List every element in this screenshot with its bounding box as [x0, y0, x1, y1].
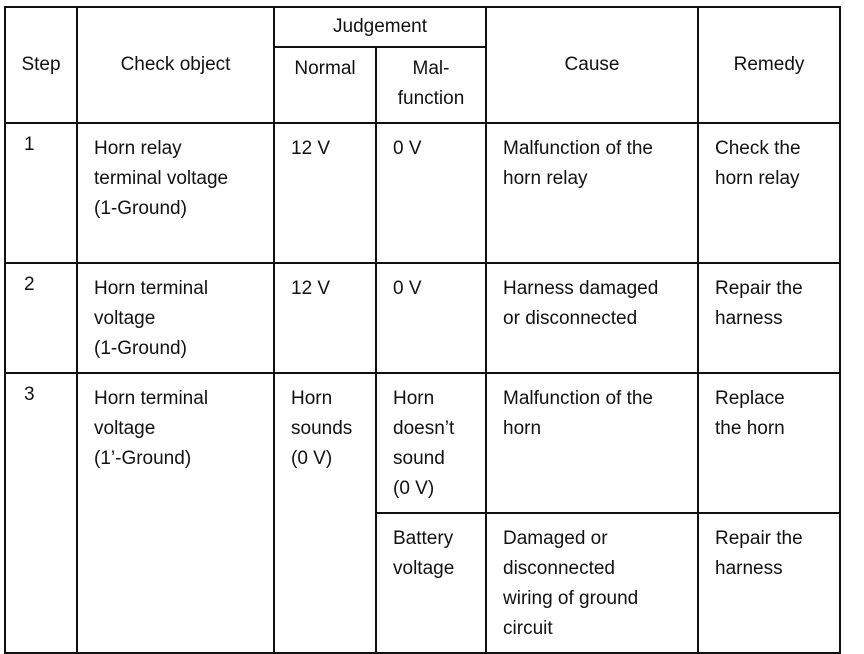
table-row: 1 Horn relay terminal voltage (1-Ground)…: [4, 122, 842, 264]
cause-cell: Malfunction of the horn relay: [485, 122, 700, 264]
cause-cell: Damaged or disconnected wiring of ground…: [485, 512, 700, 654]
normal-cell: Horn sounds (0 V): [273, 372, 377, 654]
text-line: Horn terminal: [94, 388, 209, 409]
text-line: Horn: [291, 388, 333, 409]
text-line: Malfunction of the: [503, 388, 653, 409]
step-number: 3: [4, 372, 78, 654]
text-line: Harness damaged: [503, 278, 659, 299]
text-line: wiring of ground: [503, 588, 639, 609]
text-line: disconnected: [503, 558, 615, 579]
remedy-cell: Repair the harness: [697, 512, 842, 654]
text-line: Damaged or: [503, 528, 608, 549]
text-line: voltage: [94, 418, 156, 439]
text-line: circuit: [503, 618, 553, 639]
text-line: Horn terminal: [94, 278, 209, 299]
text-line: Replace: [715, 388, 785, 409]
text-line: (1-Ground): [94, 338, 187, 359]
header-normal: Normal: [273, 46, 377, 124]
header-malfunction-line: Mal-: [412, 58, 450, 79]
header-step: Step: [4, 6, 78, 124]
step-number: 2: [4, 262, 78, 374]
text-line: Battery: [393, 528, 454, 549]
header-check-object: Check object: [76, 6, 275, 124]
header-row-top: Step Check object Judgement Cause Remedy: [4, 6, 842, 124]
check-object-cell: Horn terminal voltage (1-Ground): [76, 262, 275, 374]
malfunction-cell: Horn doesn’t sound (0 V): [374, 372, 488, 514]
text-line: sound: [393, 448, 445, 469]
header-row-bottom: Normal Mal- function: [5, 46, 840, 124]
remedy-cell: Check the horn relay: [697, 122, 842, 264]
malfunction-cell: 0 V: [374, 262, 488, 374]
header-remedy: Remedy: [697, 6, 842, 124]
header-malfunction: Mal- function: [374, 46, 488, 124]
header-judgement: Judgement: [272, 6, 488, 48]
check-object-cell: Horn relay terminal voltage (1-Ground): [76, 122, 275, 264]
text-line: horn relay: [503, 168, 588, 189]
malfunction-cell: 0 V: [374, 122, 488, 264]
text-line: sounds: [291, 418, 353, 439]
remedy-cell: Replace the horn: [697, 372, 842, 514]
text-line: voltage: [94, 308, 156, 329]
text-line: the horn: [715, 418, 785, 439]
normal-cell: 12 V: [273, 122, 377, 264]
text-line: 0 V: [393, 278, 422, 299]
text-line: horn: [503, 418, 542, 439]
text-line: 12 V: [291, 138, 331, 159]
step-number: 1: [4, 122, 78, 264]
text-line: Repair the: [715, 278, 803, 299]
text-line: Malfunction of the: [503, 138, 653, 159]
text-line: Check the: [715, 138, 801, 159]
text-line: terminal voltage: [94, 168, 229, 189]
text-line: (0 V): [291, 448, 333, 469]
header-malfunction-line: function: [397, 88, 465, 109]
cause-cell: Harness damaged or disconnected: [485, 262, 700, 374]
text-line: harness: [715, 308, 783, 329]
table-row: Battery voltage Damaged or disconnected …: [5, 512, 842, 654]
table-row: 3 Horn terminal voltage (1’-Ground) Horn…: [4, 372, 842, 654]
text-line: Horn relay: [94, 138, 182, 159]
text-line: 12 V: [291, 278, 331, 299]
text-line: (0 V): [393, 478, 435, 499]
cause-cell: Malfunction of the horn: [485, 372, 700, 514]
text-line: Horn: [393, 388, 435, 409]
diagnosis-table: Step Check object Judgement Cause Remedy…: [4, 6, 842, 654]
text-line: Repair the: [715, 528, 803, 549]
text-line: harness: [715, 558, 783, 579]
header-cause: Cause: [485, 6, 700, 124]
table-row: 2 Horn terminal voltage (1-Ground) 12 V …: [4, 262, 842, 374]
text-line: 0 V: [393, 138, 422, 159]
normal-cell: 12 V: [273, 262, 377, 374]
text-line: (1-Ground): [94, 198, 187, 219]
text-line: horn relay: [715, 168, 800, 189]
text-line: or disconnected: [503, 308, 638, 329]
text-line: doesn’t: [393, 418, 455, 439]
remedy-cell: Repair the harness: [697, 262, 842, 374]
check-object-cell: Horn terminal voltage (1’-Ground): [76, 372, 275, 654]
text-line: (1’-Ground): [94, 448, 192, 469]
malfunction-cell: Battery voltage: [374, 512, 488, 654]
text-line: voltage: [393, 558, 455, 579]
